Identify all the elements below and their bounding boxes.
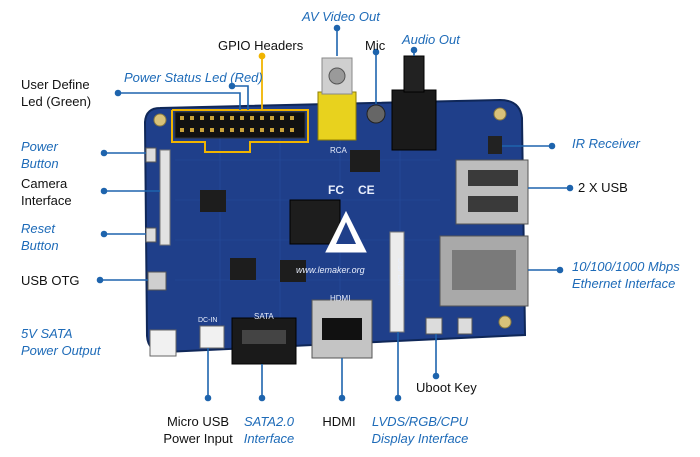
silk-sata-text: SATA — [254, 312, 274, 321]
ethernet-socket — [452, 250, 516, 290]
rca-jack-body — [317, 91, 357, 141]
label-display-interface-line1: LVDS/RGB/CPU — [371, 414, 469, 429]
label-camera-interface-line2: Interface — [21, 193, 72, 208]
uboot-key-component — [425, 317, 443, 335]
mounting-hole — [498, 315, 512, 329]
label-user-led-line1: User Define — [21, 77, 90, 92]
ram-chip — [280, 260, 306, 282]
label-user-led-line2: Led (Green) — [21, 94, 92, 109]
mic-component — [366, 104, 386, 124]
silk-ce-mark: CE — [358, 183, 375, 197]
silk-rca-text: RCA — [330, 146, 347, 155]
silk-fc-mark: FC — [328, 183, 344, 197]
power-button-component — [145, 147, 157, 163]
display-connector — [389, 231, 405, 333]
usb-port-lower — [468, 196, 518, 212]
usb-port-upper — [468, 170, 518, 186]
soc-chip — [289, 199, 341, 245]
usb-otg-connector — [147, 271, 167, 291]
label-ethernet-line2: Ethernet Interface — [572, 276, 676, 291]
label-audio-out: Audio Out — [402, 32, 460, 47]
rca-jack-center — [328, 67, 346, 85]
ram-chip — [200, 190, 226, 212]
mounting-hole — [493, 107, 507, 121]
label-2x-usb: 2 X USB — [578, 180, 628, 195]
uboot-key-component — [457, 317, 473, 335]
silk-hdmi-text: HDMI — [330, 294, 351, 303]
label-ethernet-line1: 10/100/1000 Mbps — [572, 259, 680, 274]
label-usb-otg: USB OTG — [21, 273, 80, 288]
gpio-pins — [180, 116, 294, 132]
label-av-video-out: AV Video Out — [302, 9, 380, 24]
label-mic: Mic — [365, 38, 386, 53]
silk-logo-text: www.lemaker.org — [296, 265, 365, 275]
label-reset-button-line2: Button — [21, 238, 59, 253]
label-sata-interface-line2: Interface — [243, 431, 295, 446]
dc-in-connector — [199, 325, 225, 349]
label-micro-usb-line2: Power Input — [163, 431, 233, 446]
label-camera-interface-line1: Camera — [21, 176, 68, 191]
label-reset-button-line1: Reset — [21, 221, 55, 236]
gpio-header — [174, 111, 306, 139]
lemaker-logo-inner — [336, 222, 356, 244]
gpio-outline — [171, 109, 309, 153]
label-sata-interface-line1: SATA2.0 — [243, 414, 295, 429]
gpio-leader-line — [258, 52, 266, 110]
label-power-button-line2: Button — [21, 156, 59, 171]
sata-power-connector — [149, 329, 177, 357]
mounting-hole — [153, 113, 167, 127]
silk-display-text: DISPLAY — [396, 258, 403, 288]
label-micro-usb-line1: Micro USB — [166, 414, 230, 429]
audio-jack — [391, 89, 437, 151]
ir-receiver-component — [488, 136, 502, 154]
label-ir-receiver: IR Receiver — [572, 136, 640, 151]
audio-jack-barrel — [403, 55, 425, 93]
label-sata-power-line2: Power Output — [21, 343, 101, 358]
label-power-button-line1: Power — [21, 139, 58, 154]
ram-chip — [350, 150, 380, 172]
sata-socket — [242, 330, 286, 344]
silk-dcin-text: DC-IN — [198, 317, 218, 324]
label-hdmi: HDMI — [322, 414, 356, 429]
usb-2x-connector — [455, 159, 529, 225]
label-gpio-headers: GPIO Headers — [218, 38, 304, 53]
label-display-interface-line2: Display Interface — [371, 431, 469, 446]
leader-lines — [96, 24, 574, 402]
reset-button-component — [145, 227, 157, 243]
hdmi-socket — [322, 318, 362, 340]
label-power-status-led: Power Status Led (Red) — [124, 70, 263, 85]
camera-connector — [159, 149, 171, 246]
ram-chip — [230, 258, 256, 280]
label-uboot-key: Uboot Key — [416, 380, 477, 395]
label-sata-power-line1: 5V SATA — [21, 326, 73, 341]
